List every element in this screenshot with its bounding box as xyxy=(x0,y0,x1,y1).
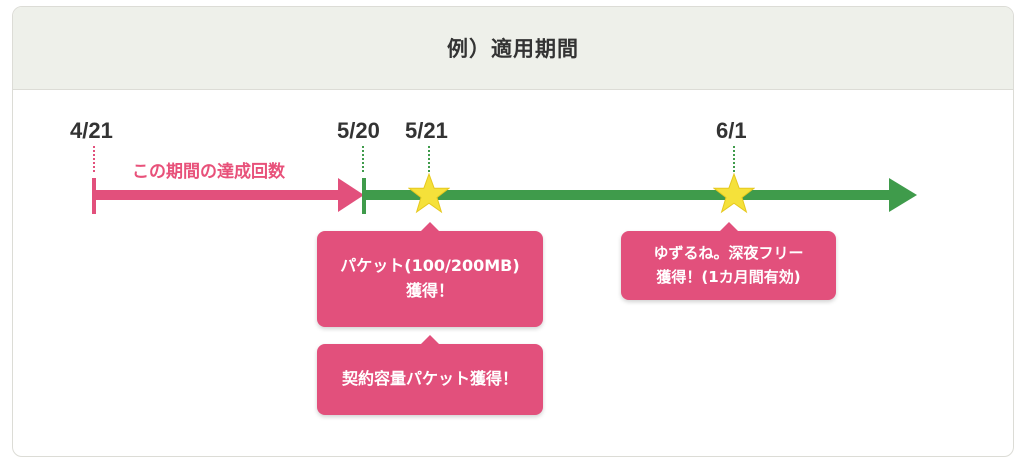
callout-yuzurune: ゆずるね。深夜フリー 獲得！(1カ月間有効) xyxy=(621,222,836,300)
callout-packet-gain: パケット(100/200MB) 獲得！ xyxy=(317,222,543,327)
star-icon xyxy=(408,173,450,214)
callout-packet-gain-text: パケット(100/200MB) 獲得！ xyxy=(340,256,520,300)
arrow-head-icon xyxy=(338,178,364,212)
validity-start-marker xyxy=(362,178,366,214)
date-label-5-21: 5/21 xyxy=(405,118,448,143)
diagram-title: 例）適用期間 xyxy=(447,37,579,61)
arrow-head-icon xyxy=(889,178,917,212)
callout-contract-packet-text: 契約容量パケット獲得！ xyxy=(341,369,518,389)
period-start-marker xyxy=(92,178,96,214)
period-arrow-bar xyxy=(93,190,341,200)
callout-contract-packet: 契約容量パケット獲得！ xyxy=(317,335,543,415)
tick-5-20 xyxy=(362,146,364,172)
card-header: 例）適用期間 xyxy=(13,7,1013,90)
date-label-4-21: 4/21 xyxy=(70,118,113,143)
tick-5-21 xyxy=(428,146,430,172)
date-label-5-20: 5/20 xyxy=(337,118,380,143)
date-label-6-1: 6/1 xyxy=(716,118,747,143)
callout-yuzurune-text: ゆずるね。深夜フリー 獲得！(1カ月間有効) xyxy=(653,244,804,286)
tick-6-1 xyxy=(733,146,735,172)
period-label: この期間の達成回数 xyxy=(132,162,285,182)
star-icon xyxy=(713,173,755,214)
validity-arrow-bar xyxy=(363,190,891,200)
tick-4-21 xyxy=(93,146,95,172)
